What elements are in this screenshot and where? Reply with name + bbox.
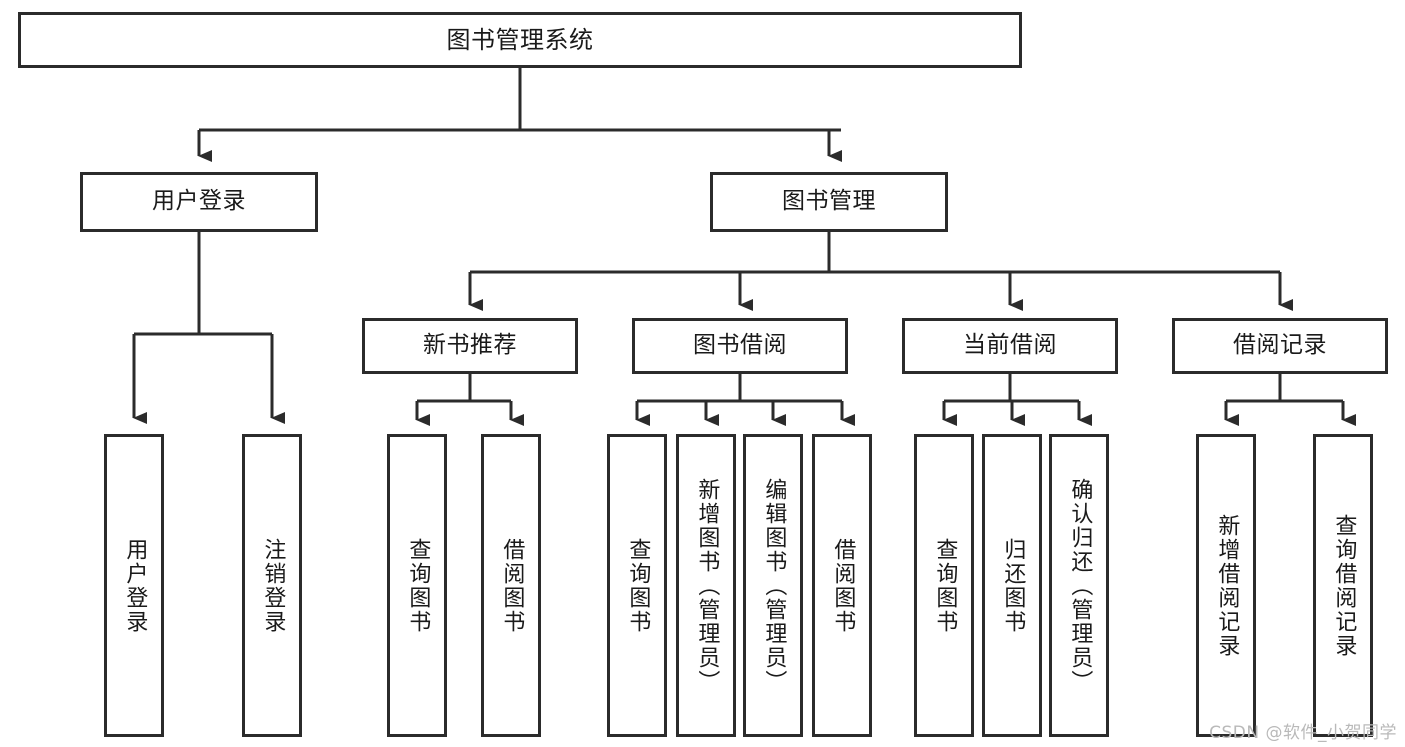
leaf-current-borrow-return[interactable]: 归还图书: [982, 434, 1042, 737]
leaf-book-borrow-query[interactable]: 查询图书: [607, 434, 667, 737]
node-label: 归还图书: [1000, 537, 1026, 634]
node-label: 图书管理系统: [446, 25, 594, 54]
leaf-new-book-borrow[interactable]: 借阅图书: [481, 434, 541, 737]
node-borrow-record[interactable]: 借阅记录: [1172, 318, 1388, 374]
node-label: 新书推荐: [423, 332, 517, 359]
node-user-login[interactable]: 用户登录: [80, 172, 318, 232]
leaf-book-borrow-edit-admin[interactable]: 编辑图书（管理员）: [743, 434, 803, 737]
node-label: 新增借阅记录: [1214, 513, 1240, 658]
node-label: 查询图书: [625, 537, 651, 634]
node-label: 当前借阅: [963, 332, 1057, 359]
node-label: 注销登录: [260, 537, 286, 634]
node-label: 图书借阅: [693, 332, 787, 359]
node-label: 编辑图书（管理员）: [761, 477, 787, 694]
leaf-user-login-logout[interactable]: 注销登录: [242, 434, 302, 737]
node-label: 查询图书: [405, 537, 431, 634]
node-label: 借阅图书: [499, 537, 525, 634]
node-book-management[interactable]: 图书管理: [710, 172, 948, 232]
leaf-current-borrow-confirm-admin[interactable]: 确认归还（管理员）: [1049, 434, 1109, 737]
node-label: 图书管理: [782, 188, 876, 215]
node-label: 借阅图书: [830, 537, 856, 634]
watermark-text: CSDN @软件_小贺同学: [1209, 723, 1397, 743]
node-label: 查询图书: [932, 537, 958, 634]
node-new-book-recommend[interactable]: 新书推荐: [362, 318, 578, 374]
node-current-borrow[interactable]: 当前借阅: [902, 318, 1118, 374]
node-label: 查询借阅记录: [1331, 513, 1357, 658]
node-label: 确认归还（管理员）: [1067, 477, 1093, 694]
leaf-borrow-record-query[interactable]: 查询借阅记录: [1313, 434, 1373, 737]
node-label: 用户登录: [152, 188, 246, 215]
node-label: 新增图书（管理员）: [694, 477, 720, 694]
leaf-new-book-query[interactable]: 查询图书: [387, 434, 447, 737]
leaf-user-login-login[interactable]: 用户登录: [104, 434, 164, 737]
node-book-borrow[interactable]: 图书借阅: [632, 318, 848, 374]
leaf-book-borrow-borrow[interactable]: 借阅图书: [812, 434, 872, 737]
leaf-book-borrow-add-admin[interactable]: 新增图书（管理员）: [676, 434, 736, 737]
leaf-borrow-record-add[interactable]: 新增借阅记录: [1196, 434, 1256, 737]
node-root-book-management-system[interactable]: 图书管理系统: [18, 12, 1022, 68]
node-label: 借阅记录: [1233, 332, 1327, 359]
node-label: 用户登录: [122, 537, 148, 634]
leaf-current-borrow-query[interactable]: 查询图书: [914, 434, 974, 737]
